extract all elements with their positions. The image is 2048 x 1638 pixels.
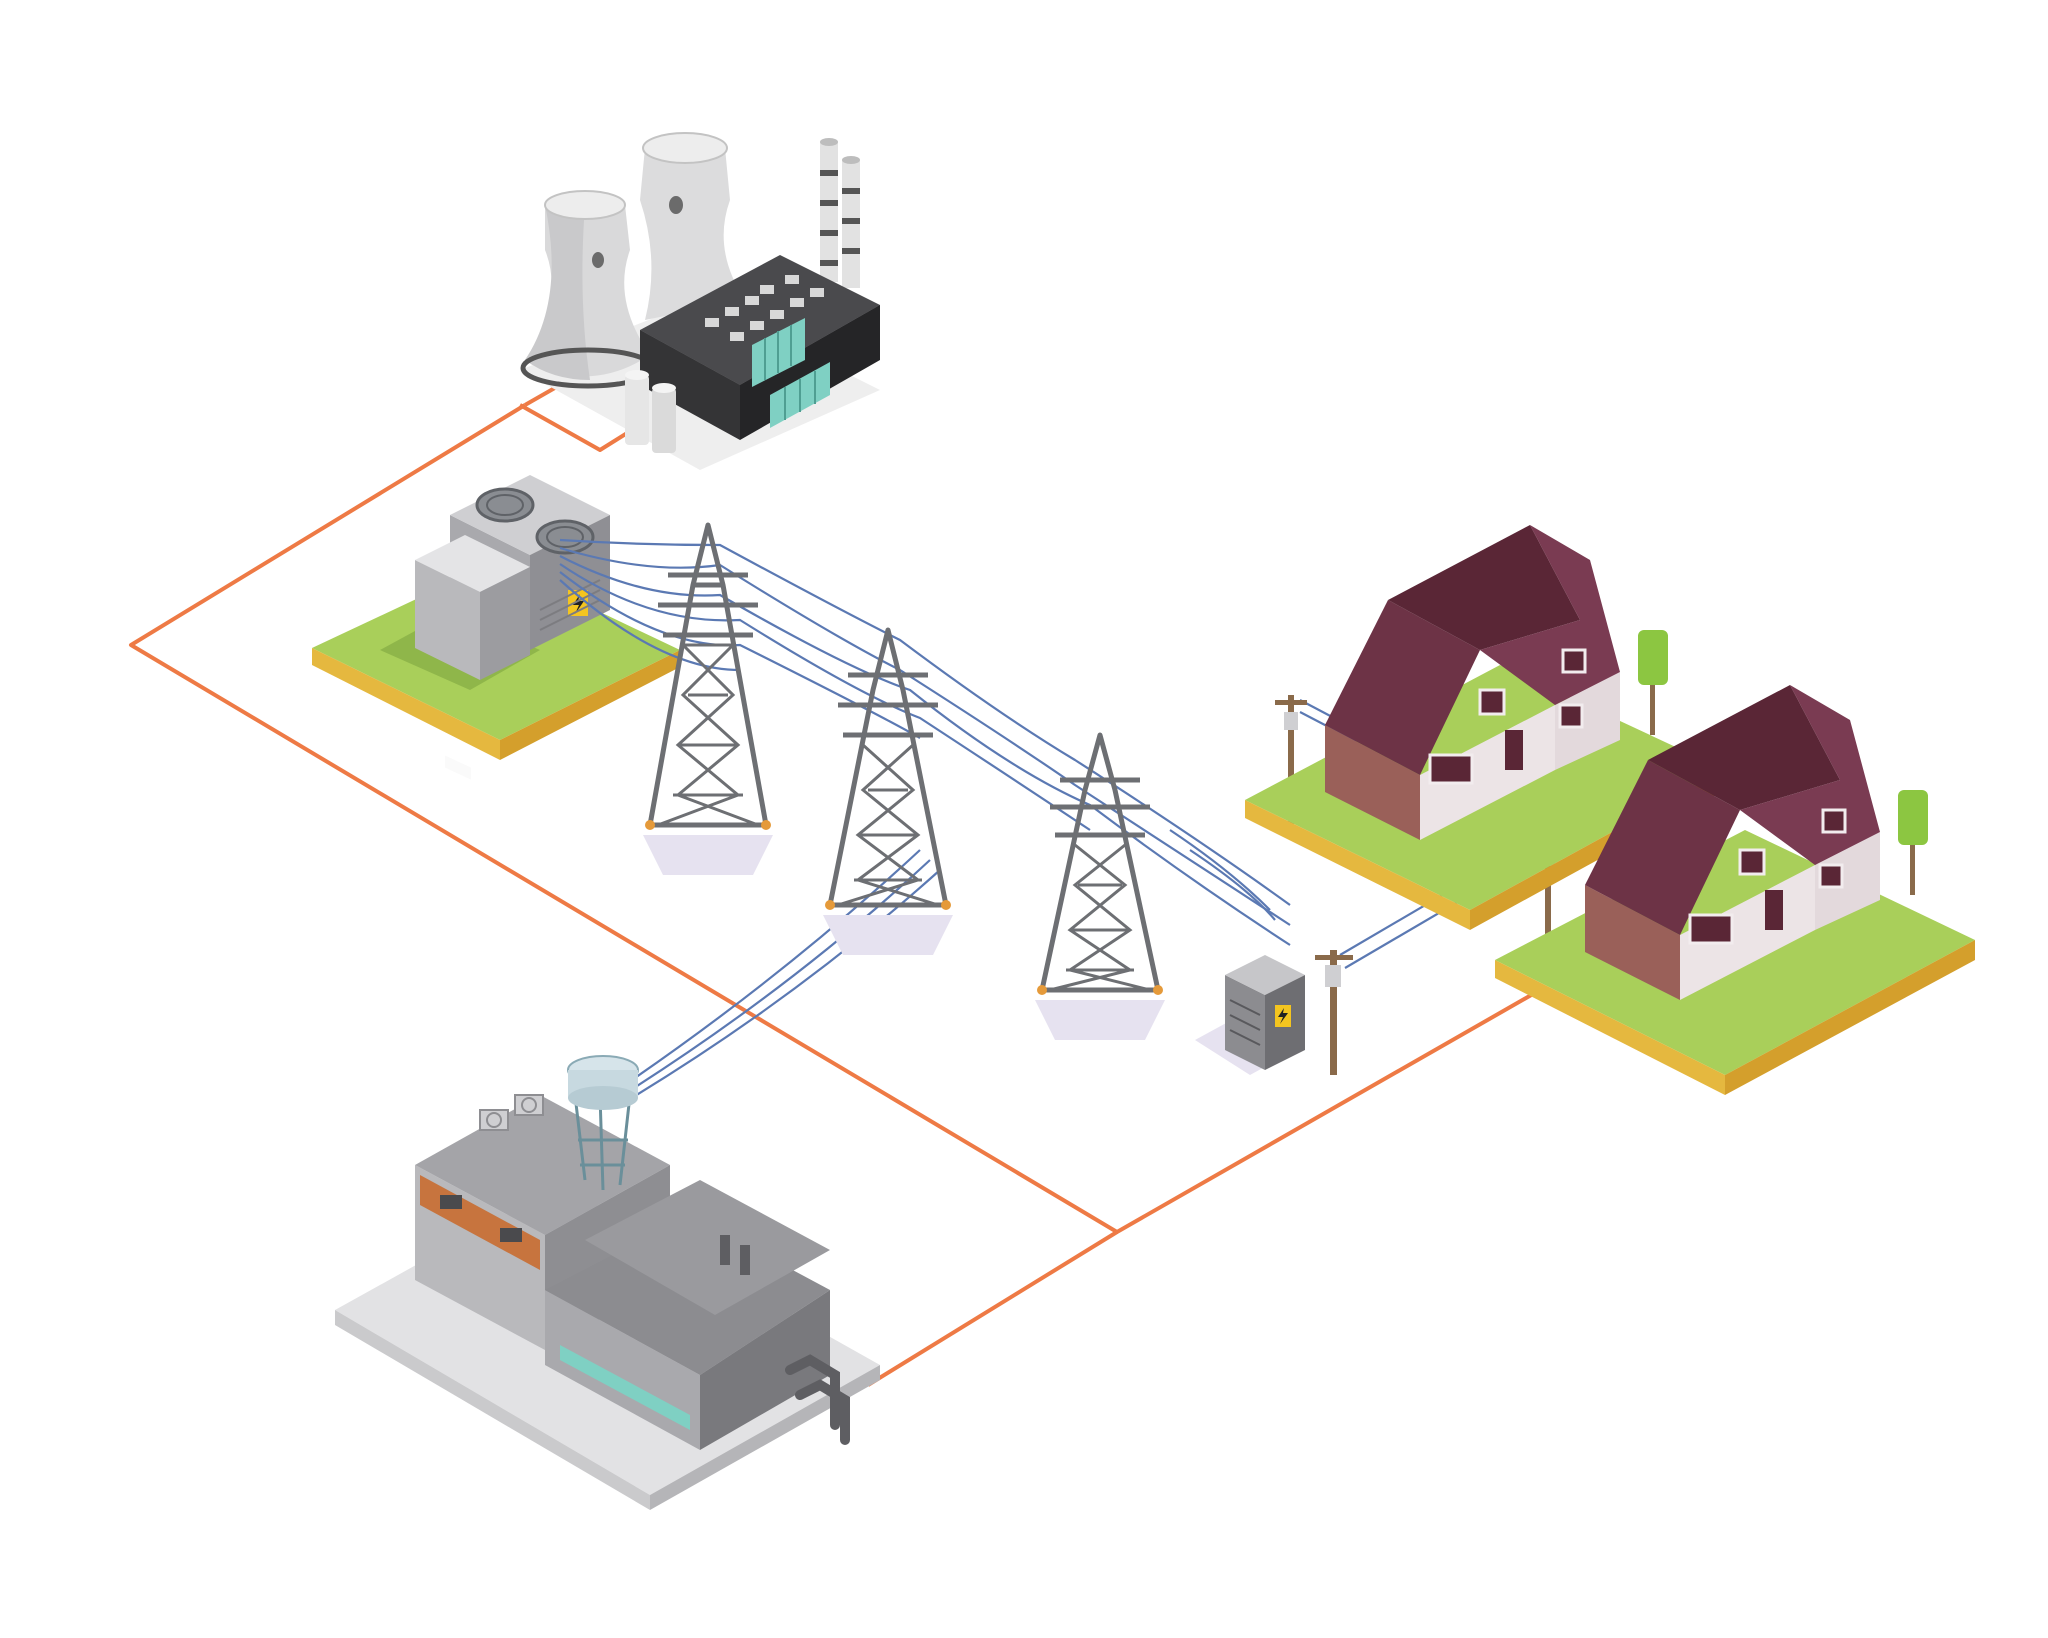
rooftop-fan-icon <box>479 1094 544 1131</box>
utility-pole-icon <box>1275 695 1307 825</box>
tree-icon <box>1638 630 1668 735</box>
distribution-transformer <box>1195 955 1305 1075</box>
cooling-tower-icon <box>520 190 656 389</box>
cooling-tower-icon <box>640 132 745 320</box>
turbine-hall <box>640 255 880 440</box>
pylon-icon <box>643 522 773 875</box>
link-line-to-factory <box>866 1230 1119 1387</box>
house-2 <box>1495 685 1975 1095</box>
storage-tank-icon <box>625 370 676 453</box>
high-voltage-icon <box>1275 1005 1291 1027</box>
pylon-icon <box>823 627 953 955</box>
transmission-towers <box>643 522 1165 1040</box>
utility-pole-icon <box>1315 950 1353 1075</box>
water-tower-icon <box>567 1055 639 1191</box>
house-1 <box>1245 525 1725 930</box>
tree-icon <box>1898 790 1928 895</box>
cooling-fan-icon <box>475 487 595 555</box>
chimney-icon <box>820 138 860 288</box>
step-up-substation <box>312 475 680 780</box>
pylon-icon <box>1035 732 1165 1040</box>
link-line-plant-to-grid <box>129 403 1541 1234</box>
pipe-icon <box>785 1354 850 1445</box>
thermal-plant <box>520 132 880 470</box>
transmission-wires <box>559 538 1558 1106</box>
industrial-consumer <box>335 1055 880 1510</box>
